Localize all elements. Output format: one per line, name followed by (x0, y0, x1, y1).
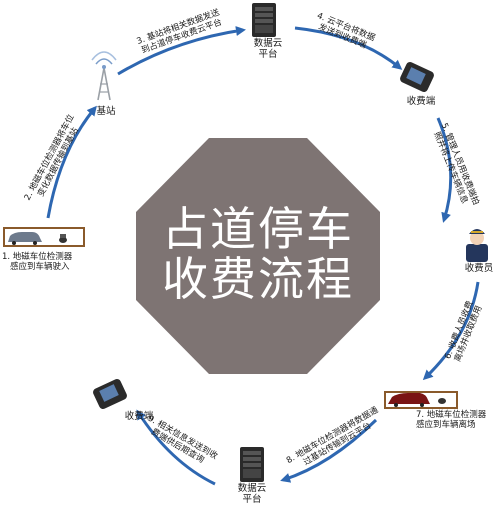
step-7-line-2: 感应到车辆离场 (416, 420, 476, 430)
node-label-cloud-top: 数据云 平台 (248, 38, 288, 60)
node-label-base-station: 基站 (96, 106, 116, 117)
node-label-cloud-bottom: 数据云 平台 (232, 483, 272, 505)
arrow-step-4 (294, 26, 403, 70)
arrow-step-5 (436, 117, 453, 223)
server-icon-bottom (240, 447, 264, 482)
arrow-step-9 (136, 409, 216, 486)
node-label-cloud-bottom-line-1: 数据云 (237, 483, 267, 494)
arrow-step-3 (117, 26, 246, 76)
center-title-line-1: 占道停车 (162, 202, 354, 256)
parking-slot-exit (384, 391, 458, 409)
node-label-cloud-top-line-2: 平台 (258, 49, 278, 60)
server-icon-top (252, 3, 276, 37)
step-7-line-1: 7. 地磁车位检测器 (416, 410, 487, 420)
center-title: 占道停车 收费流程 (128, 204, 388, 304)
node-label-terminal-top: 收费端 (406, 96, 436, 107)
terminal-icon-top (400, 62, 434, 92)
center-octagon (136, 138, 380, 374)
step-7-label: 7. 地磁车位检测器 感应到车辆离场 (416, 410, 486, 430)
node-label-cloud-top-line-1: 数据云 (253, 38, 283, 49)
base-station-icon (91, 51, 117, 101)
arrow-step-8 (280, 418, 378, 483)
collector-icon (466, 229, 488, 262)
arrow-step-2 (46, 105, 97, 219)
center-title-line-2: 收费流程 (162, 252, 354, 306)
parking-slot-entry (3, 227, 85, 247)
node-label-cloud-bottom-line-2: 平台 (242, 494, 262, 505)
terminal-icon-left (93, 379, 127, 409)
step-1-line-2: 感应到车辆驶入 (10, 262, 70, 272)
step-1-line-1: 1. 地磁车位检测器 (2, 252, 73, 262)
node-label-terminal-left: 收费端 (124, 411, 154, 422)
arrow-step-6 (422, 281, 480, 381)
step-1-label: 1. 地磁车位检测器 感应到车辆驶入 (2, 252, 72, 272)
node-label-collector: 收费员 (464, 263, 494, 274)
